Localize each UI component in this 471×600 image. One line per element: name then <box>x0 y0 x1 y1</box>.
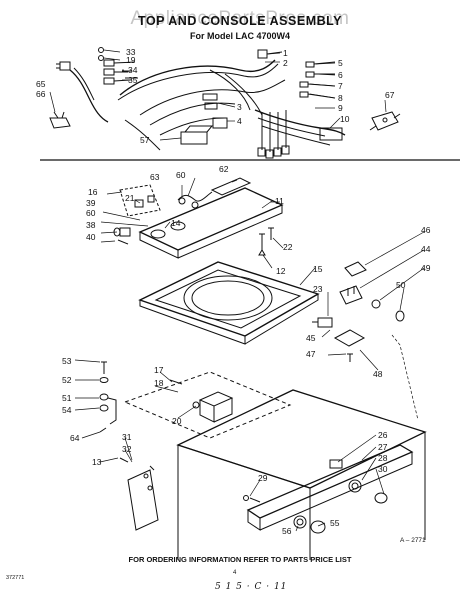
callout-7: 7 <box>338 81 343 91</box>
callout-12: 12 <box>276 266 286 276</box>
callout-26: 26 <box>378 430 388 440</box>
ordering-note: FOR ORDERING INFORMATION REFER TO PARTS … <box>128 555 352 564</box>
callout-5: 5 <box>338 58 343 68</box>
callout-21: 21 <box>125 193 135 203</box>
page-number: 4 <box>233 570 237 576</box>
callout-62: 62 <box>219 164 229 174</box>
callout-labels: 33 19 34 35 1 2 5 6 7 8 9 10 3 4 57 67 6… <box>36 47 431 536</box>
callout-4: 4 <box>237 116 242 126</box>
callout-29: 29 <box>258 473 268 483</box>
lid-switch-parts <box>312 261 405 362</box>
callout-52: 52 <box>62 375 72 385</box>
callout-33: 33 <box>126 47 136 57</box>
callout-67: 67 <box>385 90 395 100</box>
callout-28: 28 <box>378 453 388 463</box>
callout-9: 9 <box>338 103 343 113</box>
callout-35: 35 <box>128 75 138 85</box>
callout-40: 40 <box>86 232 96 242</box>
callout-1: 1 <box>283 48 288 58</box>
callout-16: 16 <box>88 187 98 197</box>
callout-44: 44 <box>421 244 431 254</box>
callout-3: 3 <box>237 102 242 112</box>
callout-22: 22 <box>283 242 293 252</box>
callout-65: 65 <box>36 79 46 89</box>
watermark: AppliancePartsPros.com <box>130 8 350 29</box>
callout-31: 31 <box>122 432 132 442</box>
callout-34: 34 <box>128 65 138 75</box>
callout-64: 64 <box>70 433 80 443</box>
callout-14: 14 <box>171 218 181 228</box>
callout-6: 6 <box>338 70 343 80</box>
callout-47: 47 <box>306 349 316 359</box>
callout-46: 46 <box>421 225 431 235</box>
callout-60-top: 60 <box>176 170 186 180</box>
callout-56: 56 <box>282 526 292 536</box>
callout-60: 60 <box>86 208 96 218</box>
callout-66: 66 <box>36 89 46 99</box>
callout-15: 15 <box>313 264 323 274</box>
model-subtitle: For Model LAC 4700W4 <box>189 31 290 41</box>
callout-48: 48 <box>373 369 383 379</box>
callout-32: 32 <box>122 444 132 454</box>
washer-top-panel <box>138 261 320 345</box>
callout-53: 53 <box>62 356 72 366</box>
callout-38: 38 <box>86 220 96 230</box>
callout-27: 27 <box>378 442 388 452</box>
callout-57: 57 <box>140 135 150 145</box>
console-assembly <box>113 177 284 259</box>
callout-20: 20 <box>172 416 182 426</box>
handwritten-note: 5 1 5 · C · 11 <box>215 582 288 592</box>
callout-51: 51 <box>62 393 72 403</box>
cabinet-base <box>99 361 427 560</box>
callout-50: 50 <box>396 280 406 290</box>
callout-23: 23 <box>313 284 323 294</box>
callout-18: 18 <box>154 378 164 388</box>
callout-10: 10 <box>340 114 350 124</box>
callout-30: 30 <box>378 464 388 474</box>
callout-49: 49 <box>421 263 431 273</box>
callout-17: 17 <box>154 365 164 375</box>
callout-8: 8 <box>338 93 343 103</box>
wire-harness-group <box>49 47 401 159</box>
callout-19: 19 <box>126 55 136 65</box>
leader-lines <box>49 49 425 532</box>
callout-39: 39 <box>86 198 96 208</box>
callout-2: 2 <box>283 58 288 68</box>
callout-54: 54 <box>62 405 72 415</box>
part-number: 372771 <box>6 575 25 581</box>
callout-11: 11 <box>275 196 284 206</box>
callout-55: 55 <box>330 518 340 528</box>
diagram-id: A – 2771 <box>400 537 426 544</box>
callout-13: 13 <box>92 457 102 467</box>
callout-45: 45 <box>306 333 316 343</box>
callout-63: 63 <box>150 172 160 182</box>
page-title: TOP AND CONSOLE ASSEMBLY <box>138 14 342 28</box>
